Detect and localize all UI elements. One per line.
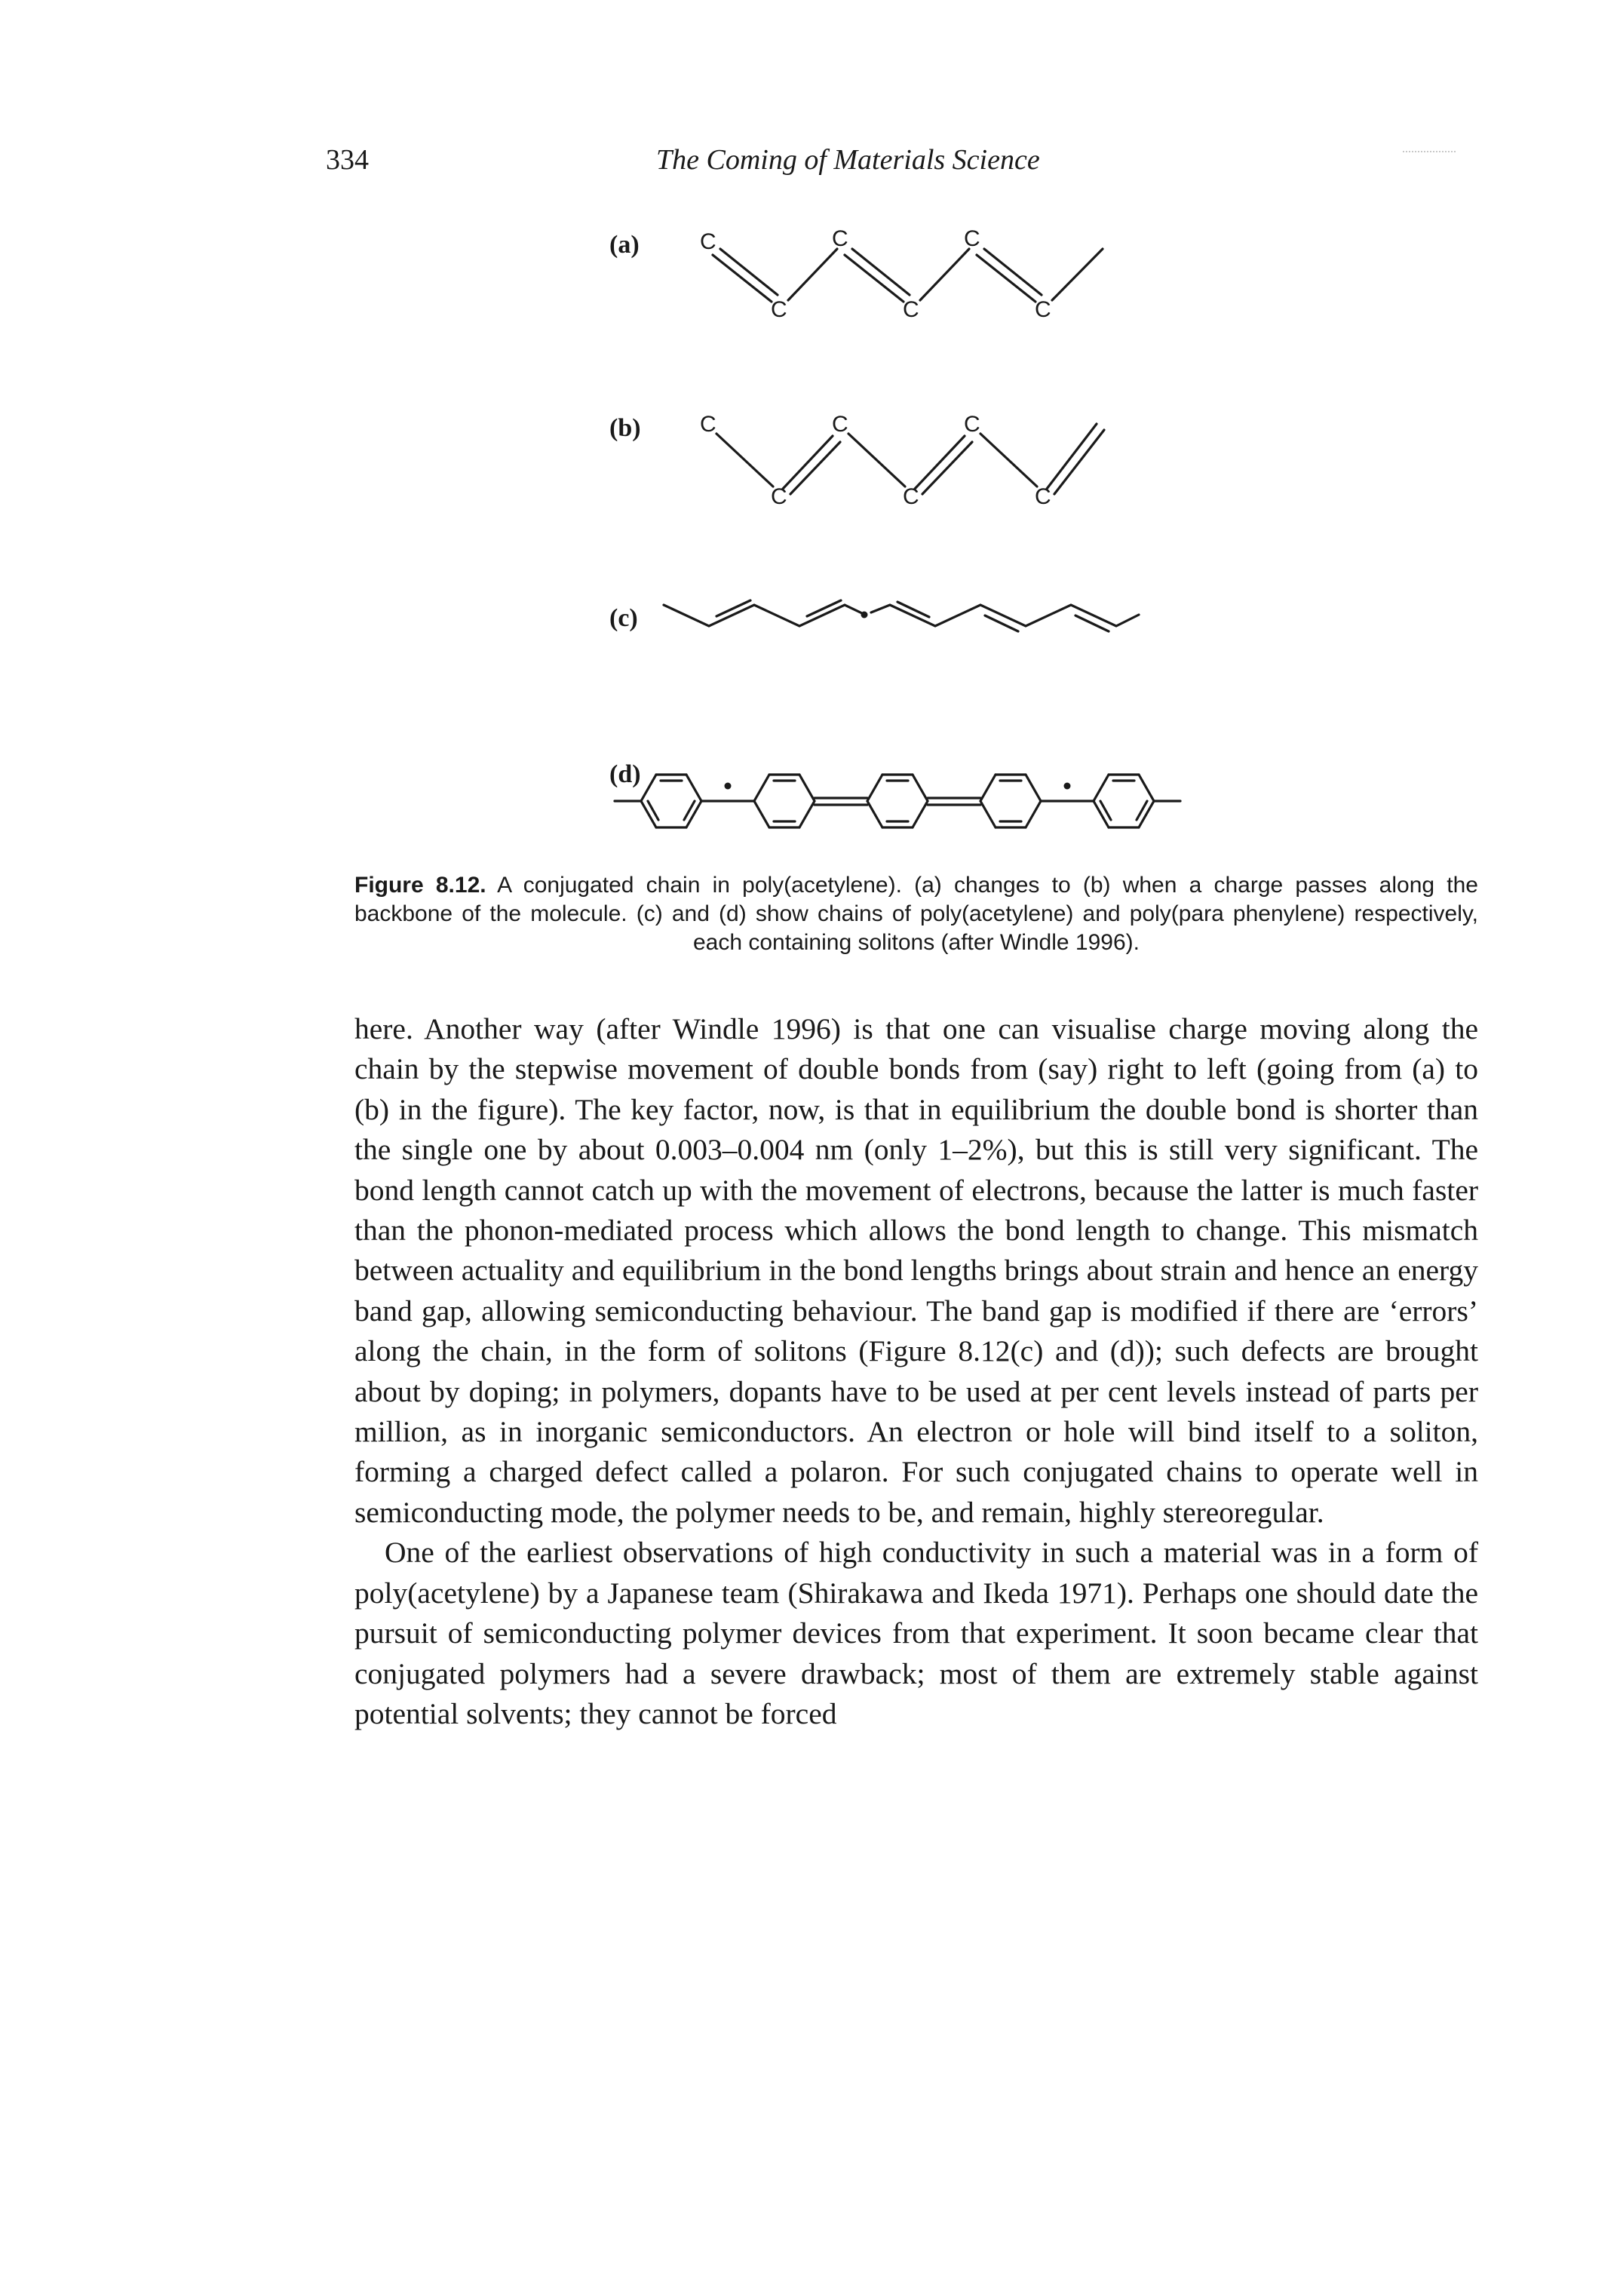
panel-label-a: (a) [609, 231, 640, 259]
figure-caption: Figure 8.12. A conjugated chain in poly(… [354, 871, 1478, 957]
soliton-dot [1063, 782, 1071, 790]
scan-artifact [1403, 151, 1456, 154]
atom-label: C [771, 484, 787, 509]
figure-8-12: (a) (b) (c) (d) C C C C C C [0, 0, 1623, 875]
running-title: The Coming of Materials Science [656, 144, 1040, 176]
page-number: 334 [326, 144, 369, 176]
chain-c [662, 599, 1140, 633]
atom-label: C [700, 412, 716, 437]
body-text: here. Another way (after Windle 1996) is… [354, 1009, 1478, 1734]
atom-label: C [700, 229, 716, 254]
panel-label-b: (b) [609, 414, 641, 442]
atom-label: C [964, 226, 980, 251]
atom-label: C [1035, 484, 1051, 509]
conjugated-chain-diagram: (a) (b) (c) (d) C C C C C C [609, 226, 1182, 829]
atom-label: C [964, 412, 980, 437]
atom-label: C [903, 484, 919, 509]
caption-label: Figure 8.12. [354, 873, 486, 898]
soliton-dot [861, 611, 868, 619]
atom-label: C [903, 297, 919, 322]
caption-text: A conjugated chain in poly(acetylene). (… [354, 873, 1478, 955]
chain-d [613, 773, 1182, 829]
panel-label-c: (c) [609, 604, 638, 632]
panel-label-d: (d) [609, 760, 641, 788]
atom-label: C [832, 226, 848, 251]
chain-a: C C C C C C [700, 226, 1104, 322]
paragraph: here. Another way (after Windle 1996) is… [354, 1012, 1478, 1529]
paragraph: One of the earliest observations of high… [354, 1536, 1478, 1730]
chain-b: C C C C C C [700, 412, 1106, 509]
atom-label: C [1035, 297, 1051, 322]
atom-label: C [832, 412, 848, 437]
atom-label: C [771, 297, 787, 322]
soliton-dot [724, 782, 732, 790]
